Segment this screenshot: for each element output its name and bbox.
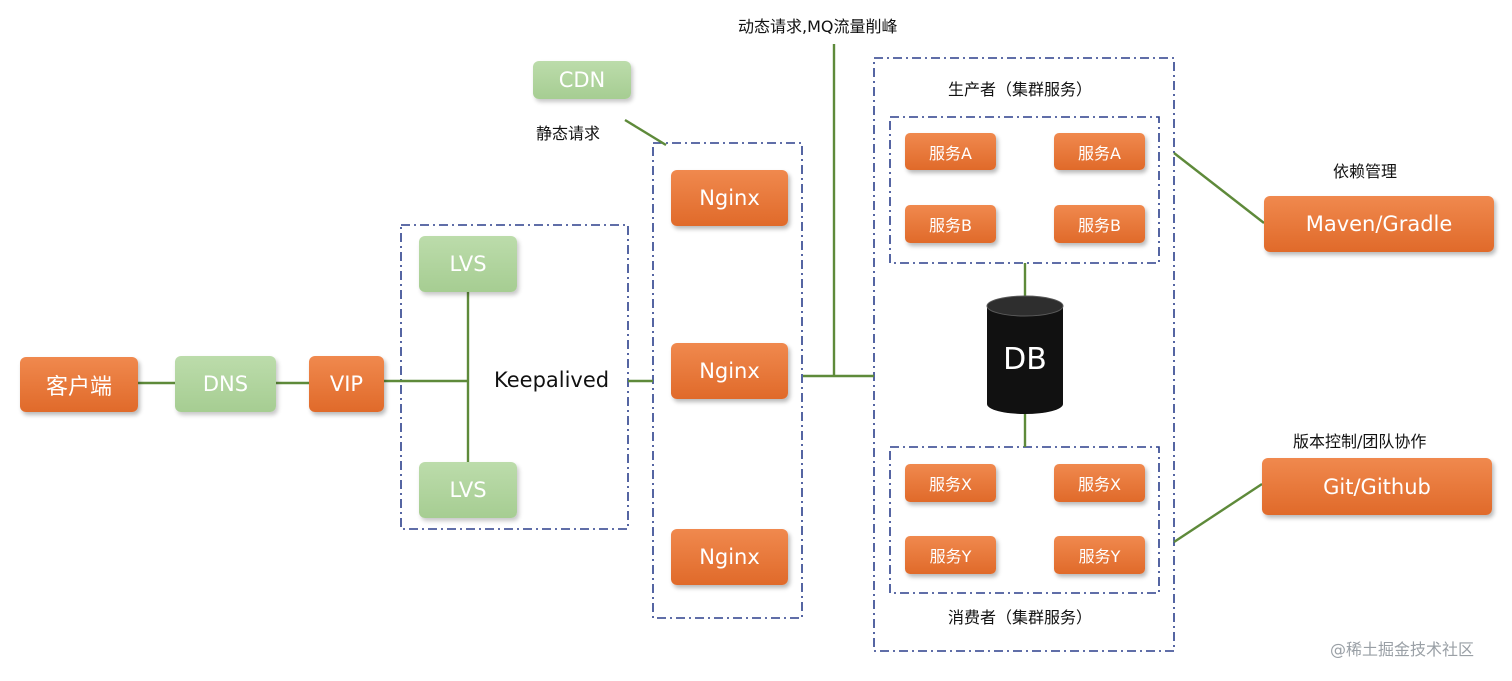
nginx-node-2: Nginx	[671, 343, 788, 399]
service-a-node-1: 服务A	[905, 133, 996, 170]
static-request-label: 静态请求	[536, 124, 601, 143]
db-label: DB	[1003, 342, 1047, 377]
nginx-node-1: Nginx	[671, 170, 788, 226]
link-cdn-nginx	[624, 118, 667, 147]
producer-title: 生产者（集群服务）	[948, 80, 1093, 99]
consumer-title: 消费者（集群服务）	[948, 608, 1093, 627]
dynamic-request-label: 动态请求,MQ流量削峰	[738, 17, 898, 36]
service-b-node-1: 服务B	[905, 205, 996, 243]
dns-node: DNS	[175, 356, 276, 412]
version-control-label: 版本控制/团队协作	[1293, 432, 1427, 451]
database-icon	[986, 295, 1064, 414]
maven-gradle-node: Maven/Gradle	[1264, 196, 1494, 252]
lvs-bottom-node: LVS	[419, 462, 517, 518]
link-cluster-git	[1173, 482, 1263, 544]
lvs-top-node: LVS	[419, 236, 517, 292]
cluster-outer-box	[873, 57, 1175, 652]
git-github-node: Git/Github	[1262, 458, 1492, 515]
link-cluster-maven	[1173, 152, 1265, 224]
service-y-node-1: 服务Y	[905, 536, 996, 574]
service-b-node-2: 服务B	[1054, 205, 1145, 243]
client-node: 客户端	[20, 357, 138, 412]
producer-group-box	[889, 116, 1160, 264]
watermark: @稀土掘金技术社区	[1330, 640, 1475, 659]
service-x-node-1: 服务X	[905, 464, 996, 502]
nginx-node-3: Nginx	[671, 529, 788, 585]
vip-node: VIP	[309, 356, 384, 412]
keepalived-label: Keepalived	[494, 368, 610, 392]
service-y-node-2: 服务Y	[1054, 536, 1145, 574]
service-x-node-2: 服务X	[1054, 464, 1145, 502]
dependency-mgmt-label: 依赖管理	[1333, 162, 1398, 181]
cdn-node: CDN	[533, 61, 631, 99]
service-a-node-2: 服务A	[1054, 133, 1145, 170]
